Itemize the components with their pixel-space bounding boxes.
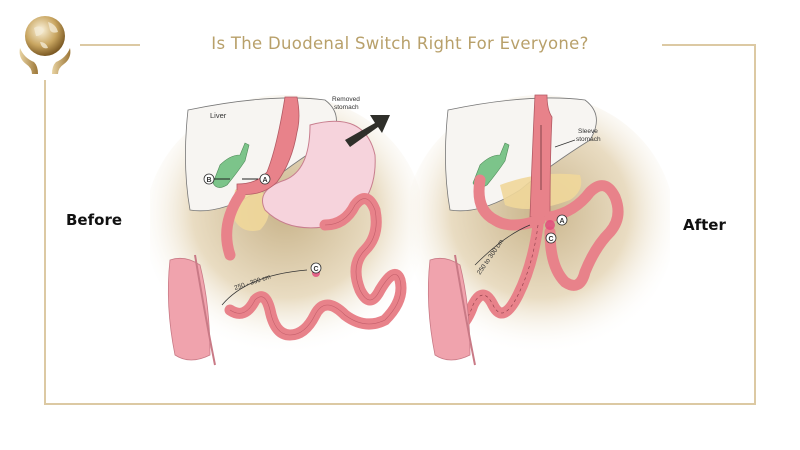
frame-left [44,80,46,405]
svg-text:A: A [560,218,565,225]
svg-text:A: A [263,177,268,184]
liver-label: Liver [210,111,227,120]
globe-in-hands-icon [14,8,76,78]
frame-right [754,44,756,405]
before-diagram: Liver Removed stomach B A C 250 - 300 cm [145,85,425,375]
frame-top-right [662,44,755,46]
frame-bottom [44,403,756,405]
gallbladder [212,142,250,188]
before-label: Before [66,211,123,229]
marker-c: C [545,232,557,244]
after-diagram: Sleeve stomach A C 250 to 300 cm [405,85,675,375]
frame-top-left [80,44,140,46]
sleeve-label-line1: Sleeve [578,128,598,135]
removed-arrow [345,115,390,147]
marker-c: C [310,262,322,274]
svg-text:C: C [314,266,319,273]
removed-label-line1: Removed [332,96,360,103]
marker-a: A [556,214,568,226]
removed-stomach [262,120,376,229]
after-label: After [683,216,726,234]
marker-a: A [259,173,271,185]
page-title: Is The Duodenal Switch Right For Everyon… [211,34,589,53]
removed-label-line2: stomach [334,104,359,111]
sleeve-label-line2: stomach [576,136,601,143]
svg-text:C: C [549,236,554,243]
marker-b: B [203,173,215,185]
stomach-tube [236,96,300,195]
svg-text:B: B [207,177,212,184]
